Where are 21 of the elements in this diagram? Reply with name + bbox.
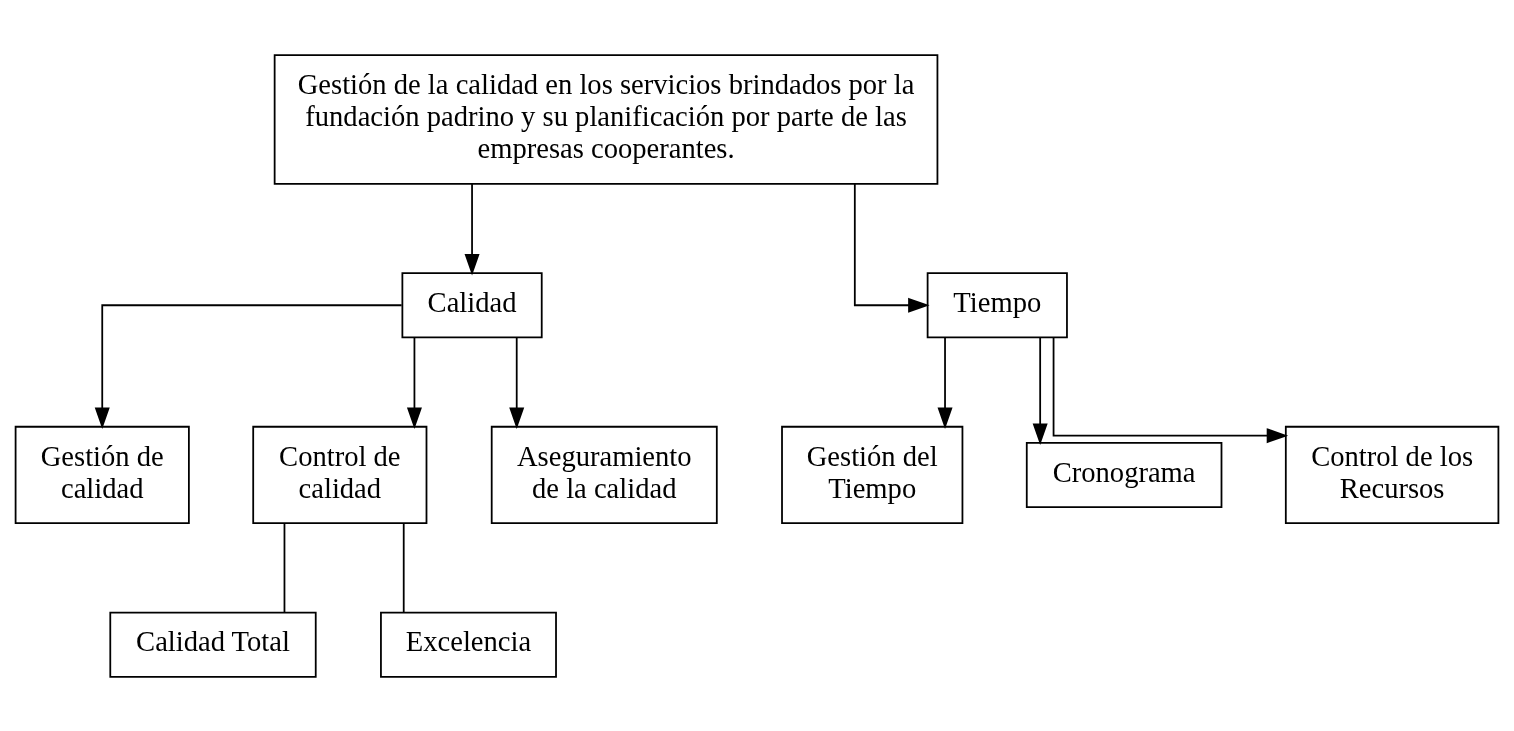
node-box: Aseguramiento de la calidad bbox=[490, 425, 718, 524]
node-box: Calidad bbox=[401, 271, 543, 338]
arrow bbox=[937, 336, 953, 429]
node-box: Gestión de calidad bbox=[14, 425, 190, 524]
node-box: Calidad Total bbox=[109, 611, 317, 678]
arrow bbox=[406, 336, 422, 429]
arrow bbox=[509, 336, 525, 429]
arrow bbox=[1052, 336, 1289, 443]
node-box: Cronograma bbox=[1025, 441, 1223, 508]
node-box: Control de los Recursos bbox=[1284, 425, 1500, 524]
node-box: Gestión de la calidad en los servicios brindados por la fundación padrino y su planificación por parte de las empresas cooperantes. bbox=[273, 53, 939, 185]
node-box: Tiempo bbox=[926, 271, 1068, 338]
node-box: Gestión del Tiempo bbox=[781, 425, 964, 524]
connector bbox=[283, 522, 286, 613]
node-box: Control de calidad bbox=[252, 425, 428, 524]
arrow bbox=[1032, 336, 1048, 445]
arrow bbox=[853, 182, 930, 313]
arrow bbox=[464, 182, 480, 275]
connector bbox=[402, 522, 405, 613]
node-box: Excelencia bbox=[380, 611, 557, 678]
arrow bbox=[94, 303, 403, 429]
